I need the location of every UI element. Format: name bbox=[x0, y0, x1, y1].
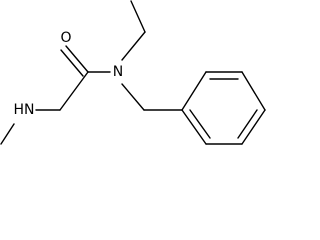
carbonyl-oxygen-label: O bbox=[60, 30, 71, 46]
carbonyl-double-bond-a bbox=[65, 45, 89, 73]
ring-bond-3 bbox=[241, 71, 266, 111]
ring-bond-4 bbox=[241, 109, 266, 145]
n-to-ethyl-ch2-bond bbox=[121, 31, 146, 61]
ring-inner-double-2 bbox=[237, 109, 258, 139]
atom-labels: O N HN bbox=[14, 30, 124, 118]
structure-canvas: O N HN bbox=[0, 0, 266, 145]
bonds bbox=[0, 0, 266, 145]
carbonyl-double-bond-b bbox=[60, 49, 84, 77]
ring-bond-6 bbox=[181, 109, 207, 145]
ethyl-ch2-to-ch3-bond bbox=[130, 0, 146, 33]
amine-nh-label: HN bbox=[14, 102, 35, 118]
amide-nitrogen-label: N bbox=[113, 64, 123, 80]
molecule-structure: O N HN bbox=[0, 0, 266, 145]
ring-bond-1 bbox=[181, 71, 207, 111]
n-to-benzyl-ch2-bond bbox=[121, 83, 145, 111]
carbonyl-to-methylene-bond bbox=[59, 71, 89, 111]
benzene-ring bbox=[181, 71, 266, 145]
ring-inner-double-3 bbox=[189, 109, 211, 139]
nh-to-methyl-bond bbox=[0, 123, 15, 145]
